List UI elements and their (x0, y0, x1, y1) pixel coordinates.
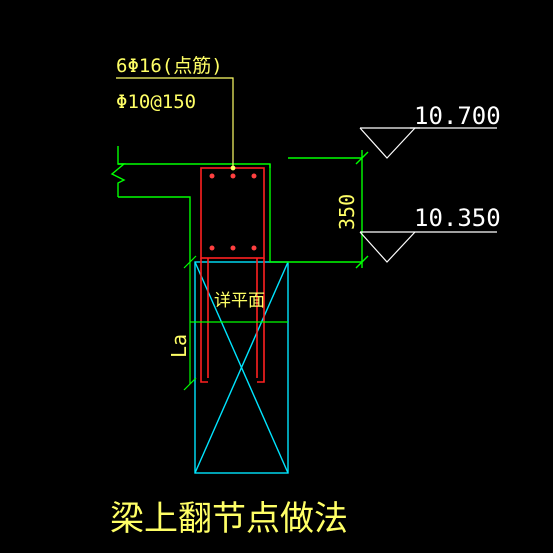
elevation-symbol-lower (359, 231, 497, 263)
rebar-label: 6Φ16(点筋) (116, 55, 223, 77)
elevation-upper-label: 10.700 (414, 102, 501, 130)
rebar-cage (200, 167, 265, 383)
concrete-outline (110, 146, 369, 269)
anchor-dimension (183, 255, 288, 391)
stirrup-label: Φ10@150 (116, 91, 196, 113)
column-section (194, 261, 289, 474)
height-dimension-label: 350 (335, 194, 359, 230)
rebar-leader (116, 77, 236, 171)
anchor-length-label: La (167, 334, 191, 358)
elevation-symbol-upper (359, 127, 497, 159)
rebar-dots (209, 173, 257, 251)
elevation-lower-label: 10.350 (414, 204, 501, 232)
see-plan-label: 详平面 (214, 291, 265, 311)
detail-title: 梁上翻节点做法 (110, 499, 348, 539)
